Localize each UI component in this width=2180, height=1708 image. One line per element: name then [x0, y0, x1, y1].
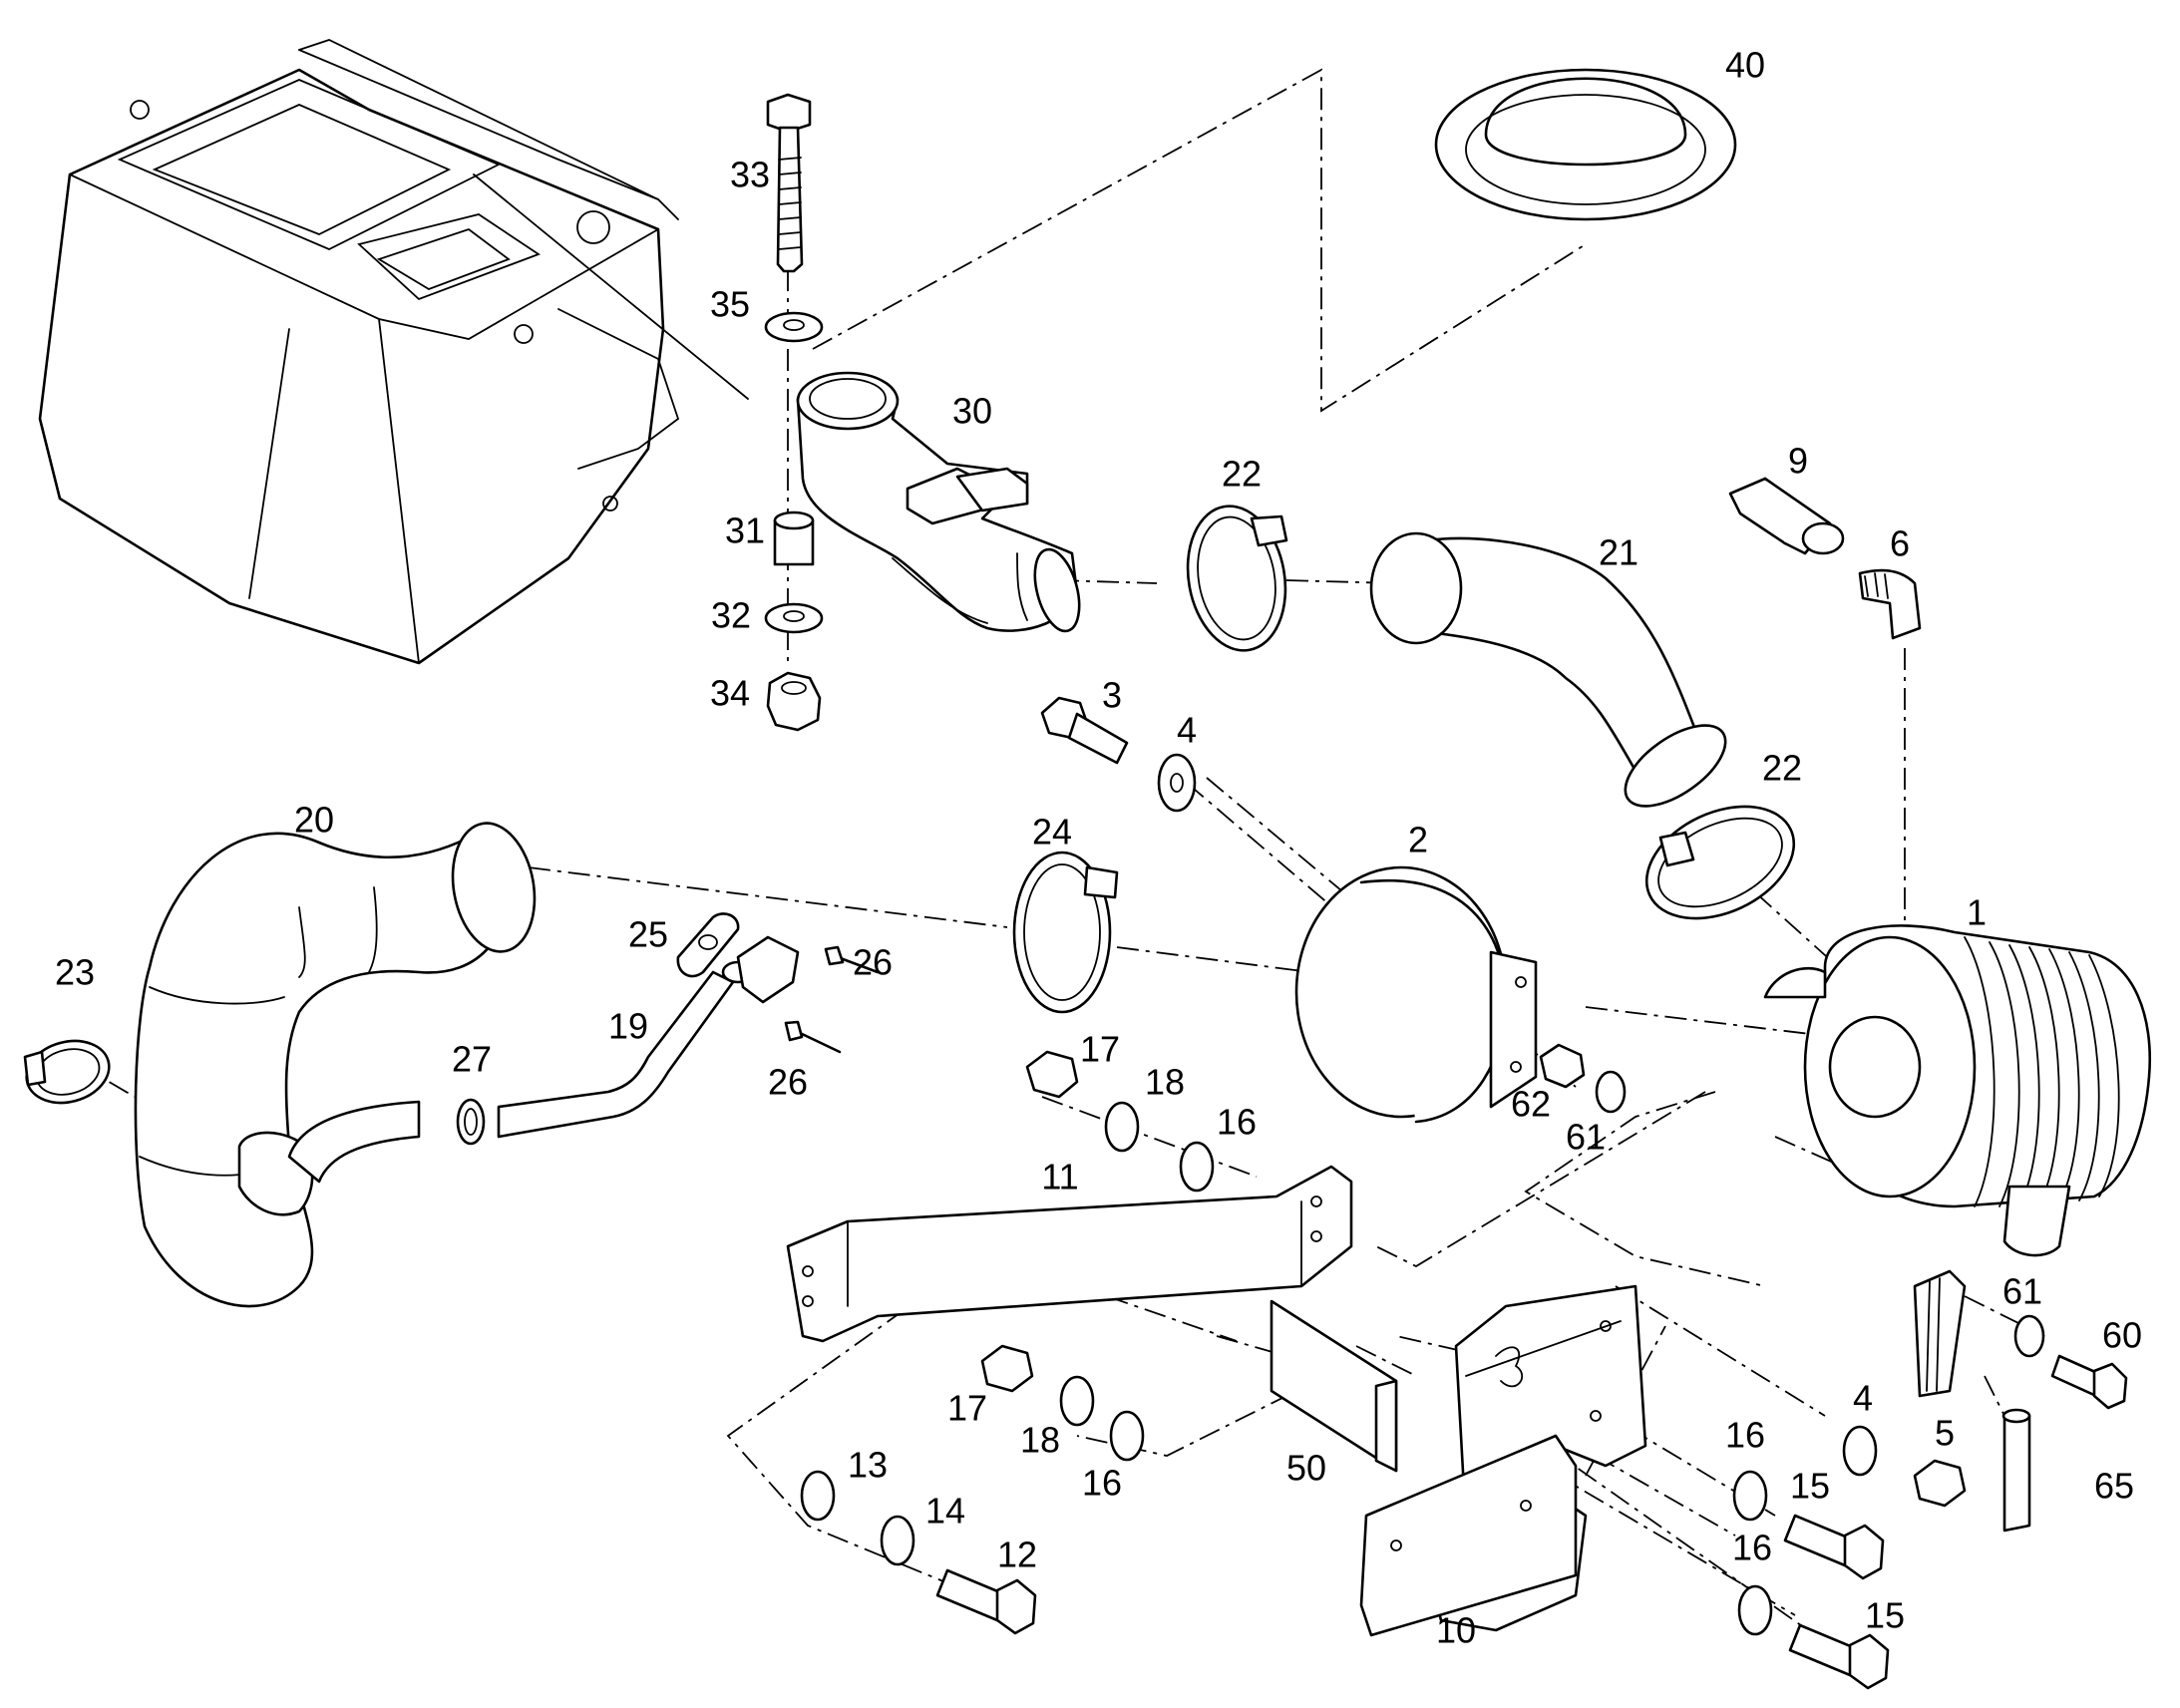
callout-16-upper: 16: [1217, 1102, 1257, 1143]
part-16-washer-right-upper: [1732, 1470, 1768, 1522]
part-65-tube: [2001, 1408, 2031, 1533]
callout-3: 3: [1102, 675, 1122, 716]
callout-16-lower-left: 16: [1082, 1463, 1122, 1504]
callout-21: 21: [1599, 532, 1638, 573]
part-25-gasket: [676, 912, 740, 978]
part-34-nut: [766, 671, 822, 732]
part-5-nut: [1913, 1459, 1967, 1508]
part-33-bolt: [766, 93, 812, 273]
part-31-spacer: [773, 511, 815, 566]
callout-32: 32: [711, 595, 751, 636]
callout-6: 6: [1890, 523, 1910, 564]
callout-14: 14: [925, 1491, 965, 1532]
callout-24: 24: [1032, 812, 1072, 853]
part-20-main-hose: [134, 822, 537, 1308]
part-35-washer: [764, 311, 824, 343]
callout-17-lower: 17: [947, 1388, 987, 1429]
part-9-restriction-indicator: [1728, 477, 1845, 555]
callout-50: 50: [1286, 1448, 1326, 1489]
callout-60: 60: [2102, 1315, 2142, 1356]
part-60-bolt: [2050, 1354, 2128, 1410]
callout-26-lower: 26: [768, 1062, 808, 1103]
part-18-washer-lower: [1059, 1375, 1095, 1427]
callout-5: 5: [1935, 1413, 1955, 1454]
part-12-bolt: [935, 1568, 1037, 1635]
part-22-hose-clamp-upper: [1186, 505, 1288, 652]
part-18-washer-upper: [1104, 1101, 1140, 1153]
callout-26-upper: 26: [853, 942, 893, 983]
callout-10: 10: [1436, 1610, 1476, 1651]
part-16-washer-upper: [1179, 1141, 1215, 1193]
part-10-mount-bracket: [1359, 1284, 1647, 1637]
callout-labels: 40 33 35 30 22 9 21 6 31 32 34 3 4 22 20…: [55, 45, 2142, 1651]
part-26-bolt-lower: [784, 1020, 842, 1054]
part-2-mounting-band: [1294, 865, 1538, 1124]
callout-18-upper: 18: [1145, 1062, 1185, 1103]
callout-33: 33: [730, 155, 770, 195]
callout-11: 11: [1041, 1157, 1078, 1197]
part-61-washer-upper: [1595, 1070, 1627, 1114]
callout-22-upper: 22: [1222, 454, 1262, 495]
part-1-air-cleaner: [1763, 924, 2152, 1257]
part-13-washer: [800, 1470, 836, 1522]
part-16-washer-right-lower: [1737, 1584, 1773, 1636]
part-clip-bracket: [1913, 1269, 1967, 1398]
part-40-rain-cap: [1434, 68, 1737, 221]
part-4-washer-upper: [1157, 753, 1197, 813]
part-16-washer-lower-left: [1109, 1410, 1145, 1462]
part-26-bolt-upper: [824, 945, 880, 974]
callout-17-upper: 17: [1080, 1029, 1120, 1070]
callout-15-lower: 15: [1865, 1595, 1905, 1636]
callout-18-lower: 18: [1020, 1420, 1060, 1461]
callout-25: 25: [628, 914, 668, 955]
part-19-flange: [736, 935, 800, 1004]
part-6-elbow-fitting: [1858, 568, 1922, 640]
part-19-pipe: [497, 960, 755, 1139]
part-11-bracket: [786, 1165, 1353, 1343]
part-3-bolt: [1040, 696, 1129, 765]
callout-12: 12: [997, 1535, 1037, 1575]
callout-22-lower: 22: [1762, 748, 1802, 789]
part-61-washer-lower: [2013, 1314, 2045, 1358]
callout-61-lower: 61: [2002, 1271, 2042, 1312]
callout-61-upper: 61: [1566, 1117, 1606, 1158]
callout-2: 2: [1408, 820, 1428, 860]
callout-30: 30: [952, 391, 992, 432]
callout-35: 35: [710, 284, 750, 325]
callout-19: 19: [608, 1006, 648, 1047]
part-4-washer-lower: [1842, 1425, 1878, 1477]
callout-15-upper: 15: [1790, 1466, 1830, 1507]
part-15-bolt-upper: [1783, 1514, 1885, 1580]
part-23-hose-clamp: [23, 1039, 111, 1105]
part-30-intake-elbow: [796, 371, 1081, 633]
callout-23: 23: [55, 952, 95, 993]
callout-16-right-upper: 16: [1725, 1415, 1765, 1456]
part-22-hose-clamp-lower: [1644, 805, 1796, 920]
callout-62: 62: [1511, 1084, 1551, 1125]
callout-1: 1: [1967, 892, 1987, 933]
callout-9: 9: [1788, 441, 1808, 482]
callout-34: 34: [710, 673, 750, 714]
part-24-hose-clamp: [1012, 851, 1119, 1014]
part-14-washer: [880, 1515, 915, 1566]
air-box-housing: [38, 39, 749, 665]
part-50-plate: [1270, 1299, 1398, 1473]
part-17-nut-upper: [1025, 1050, 1079, 1099]
callout-40: 40: [1725, 45, 1765, 86]
callout-65: 65: [2094, 1466, 2134, 1507]
callout-27: 27: [452, 1039, 492, 1080]
part-62-nut: [1539, 1043, 1586, 1089]
callout-13: 13: [848, 1445, 888, 1486]
callout-4-upper: 4: [1177, 710, 1197, 751]
part-32-washer: [764, 602, 824, 634]
part-17-nut-lower: [980, 1344, 1034, 1393]
callout-4-lower: 4: [1853, 1378, 1873, 1419]
callout-16-right-lower: 16: [1732, 1528, 1772, 1568]
part-27-hose-clamp: [456, 1098, 486, 1146]
part-21-upper-hose: [1369, 531, 1727, 808]
callout-20: 20: [294, 800, 334, 841]
part-15-bolt-lower: [1788, 1623, 1890, 1690]
callout-31: 31: [725, 511, 765, 551]
